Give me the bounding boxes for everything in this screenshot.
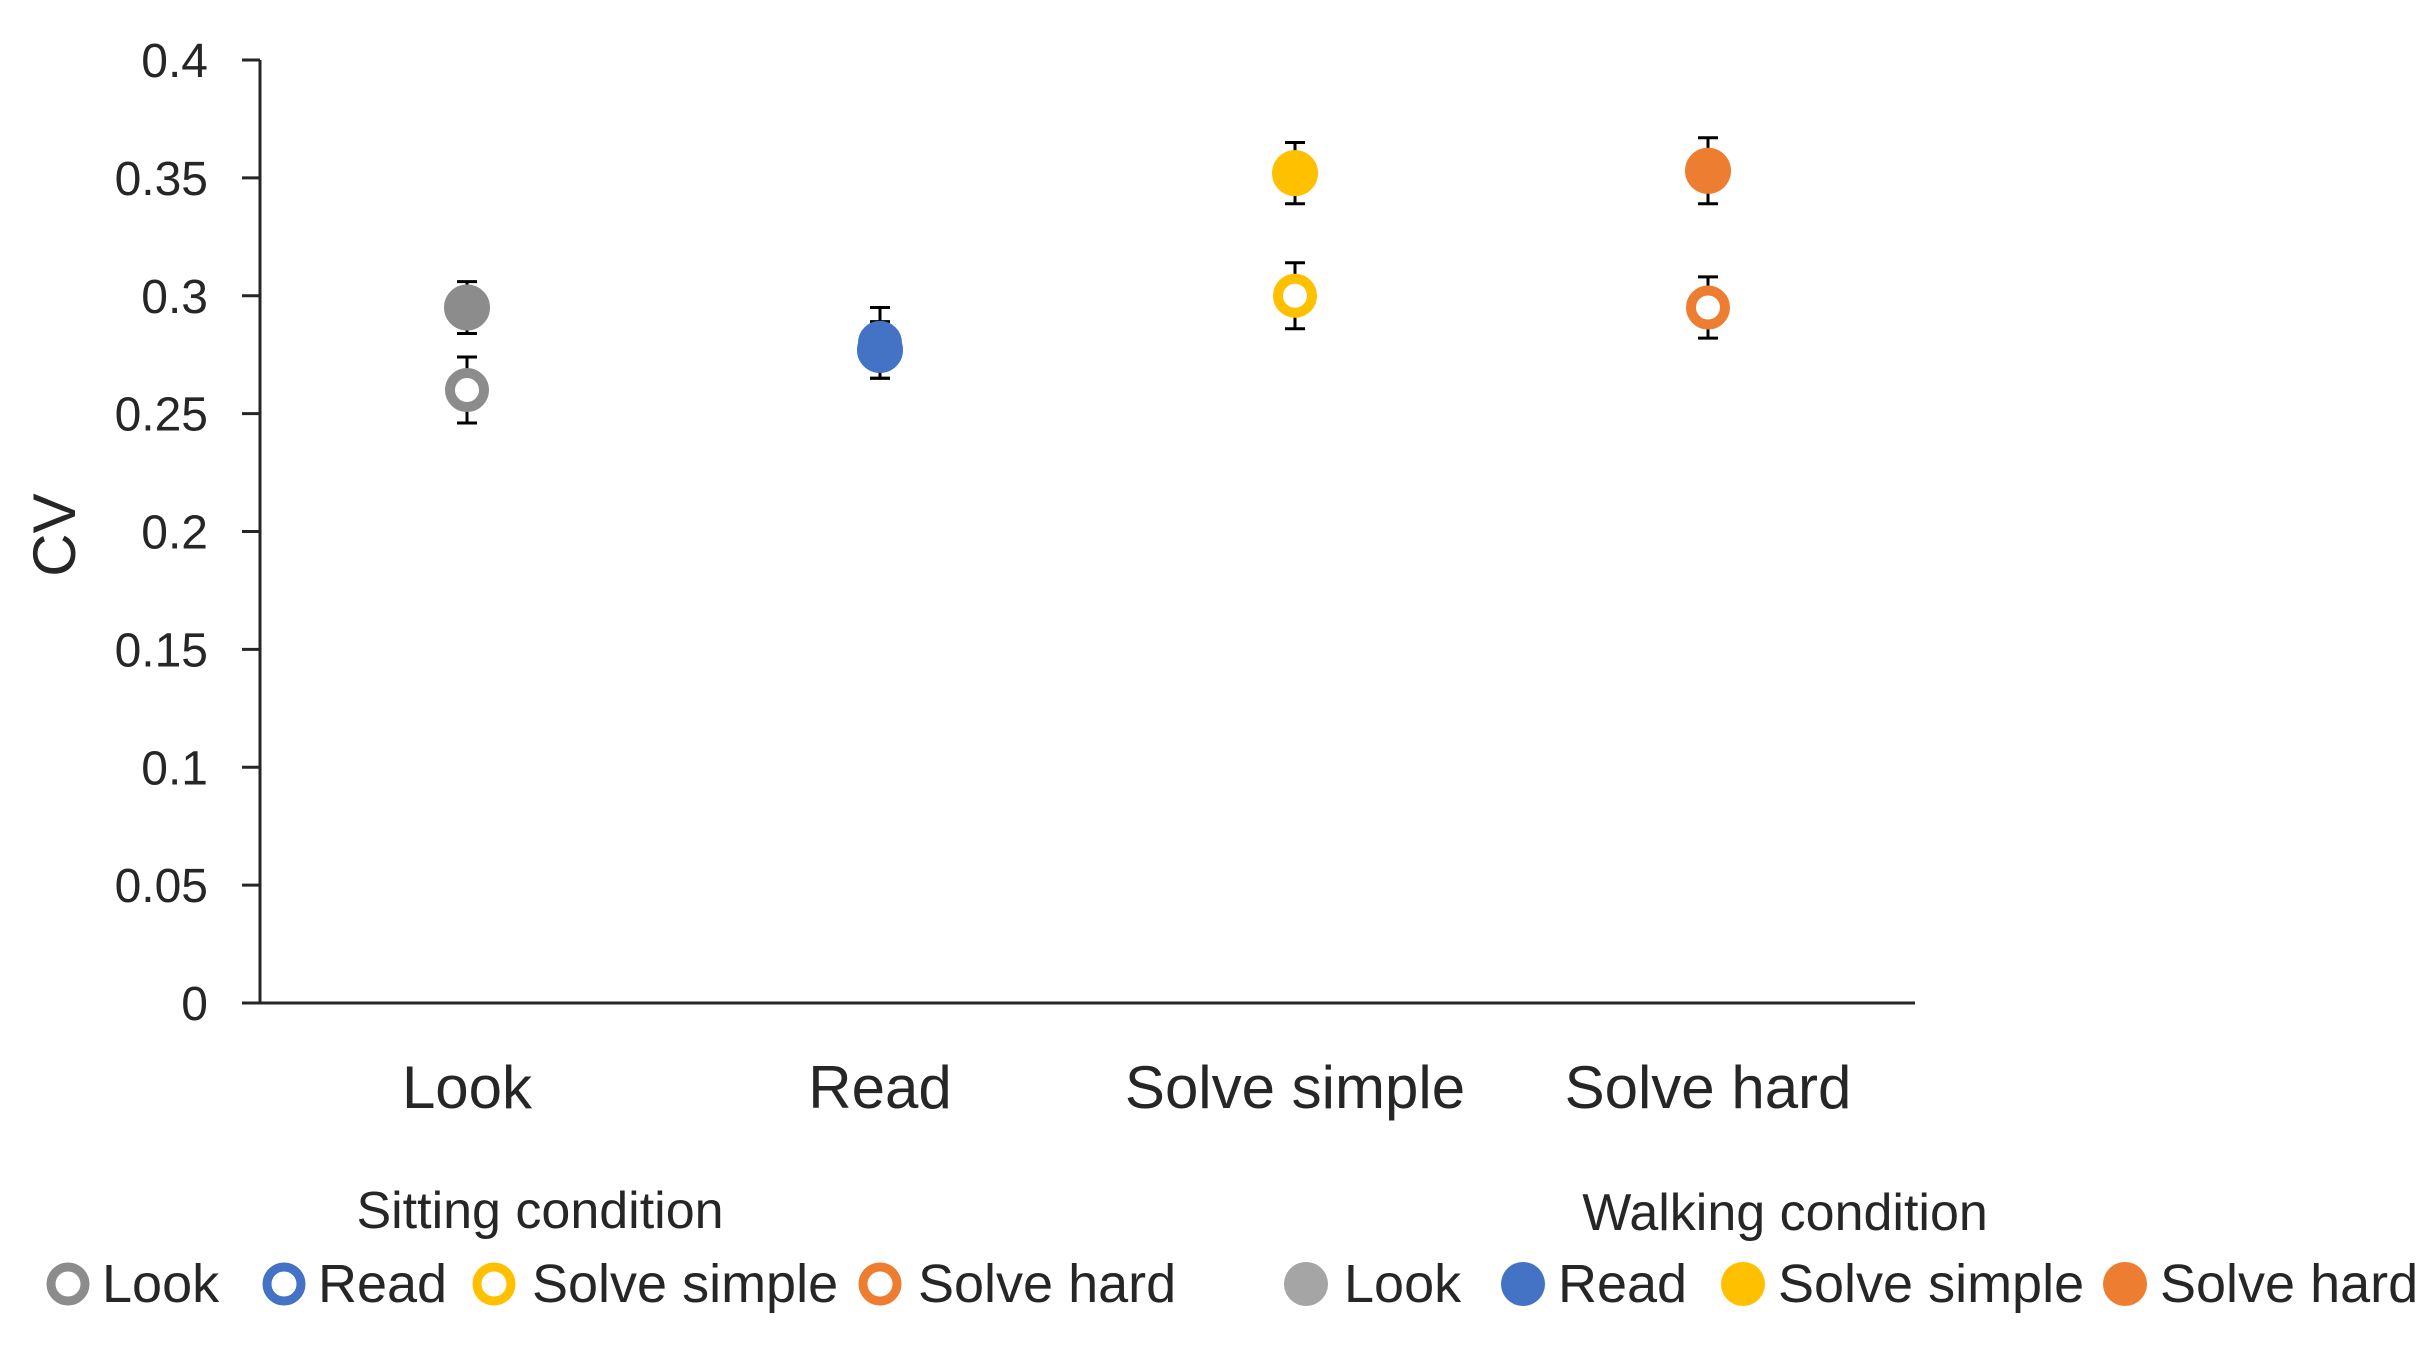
legend-marker-open bbox=[858, 1262, 902, 1306]
legend-group-title: Walking condition bbox=[1582, 1184, 1988, 1242]
legend-label: Solve hard bbox=[918, 1254, 1176, 1314]
legend-marker-open bbox=[472, 1262, 516, 1306]
data-point-sitting bbox=[445, 368, 489, 413]
x-category-label: Solve simple bbox=[1125, 1054, 1465, 1121]
y-tick-label: 0.4 bbox=[141, 35, 208, 88]
legend-marker-filled bbox=[1284, 1262, 1328, 1306]
y-tick-label: 0.05 bbox=[115, 860, 208, 913]
legend-label: Look bbox=[1344, 1254, 1462, 1314]
legend-label: Read bbox=[318, 1254, 447, 1314]
y-tick-label: 0.1 bbox=[141, 742, 208, 795]
legend-marker-filled bbox=[2103, 1262, 2147, 1306]
legend-label: Look bbox=[102, 1254, 220, 1314]
legend-label: Solve simple bbox=[1778, 1254, 2084, 1314]
y-axis-title: CV bbox=[21, 493, 88, 576]
legend-marker-open bbox=[262, 1262, 306, 1306]
axes bbox=[242, 60, 1915, 1005]
legend-group-title: Sitting condition bbox=[356, 1182, 723, 1240]
data-point-walking bbox=[1272, 150, 1318, 197]
x-category-label: Read bbox=[808, 1054, 951, 1121]
y-tick-label: 0.25 bbox=[115, 389, 208, 442]
y-tick-label: 0.3 bbox=[141, 271, 208, 324]
legend-label: Solve hard bbox=[2160, 1254, 2416, 1314]
legend-marker-filled bbox=[1721, 1262, 1765, 1306]
data-point-walking bbox=[857, 326, 903, 373]
data-point-sitting bbox=[1273, 273, 1317, 318]
data-point-walking bbox=[444, 284, 490, 331]
y-tick-label: 0 bbox=[181, 978, 208, 1031]
y-tick-label: 0.2 bbox=[141, 507, 208, 560]
error-bars bbox=[457, 136, 1718, 425]
data-points bbox=[444, 147, 1731, 413]
legend-label: Solve simple bbox=[532, 1254, 838, 1314]
y-tick-label: 0.15 bbox=[115, 624, 208, 677]
legend-marker-open bbox=[46, 1262, 90, 1306]
legend-marker-filled bbox=[1501, 1262, 1545, 1306]
data-point-sitting bbox=[1686, 285, 1730, 330]
x-category-label: Solve hard bbox=[1565, 1054, 1852, 1121]
x-category-label: Look bbox=[402, 1054, 533, 1121]
y-ticks: 0 0.05 0.1 0.15 0.2 0.25 0.3 0.35 0.4 bbox=[115, 35, 260, 1031]
legend-label: Read bbox=[1558, 1254, 1687, 1314]
data-point-walking bbox=[1685, 147, 1731, 194]
y-tick-label: 0.35 bbox=[115, 153, 208, 206]
x-category-labels: Look Read Solve simple Solve hard bbox=[402, 1054, 1851, 1121]
